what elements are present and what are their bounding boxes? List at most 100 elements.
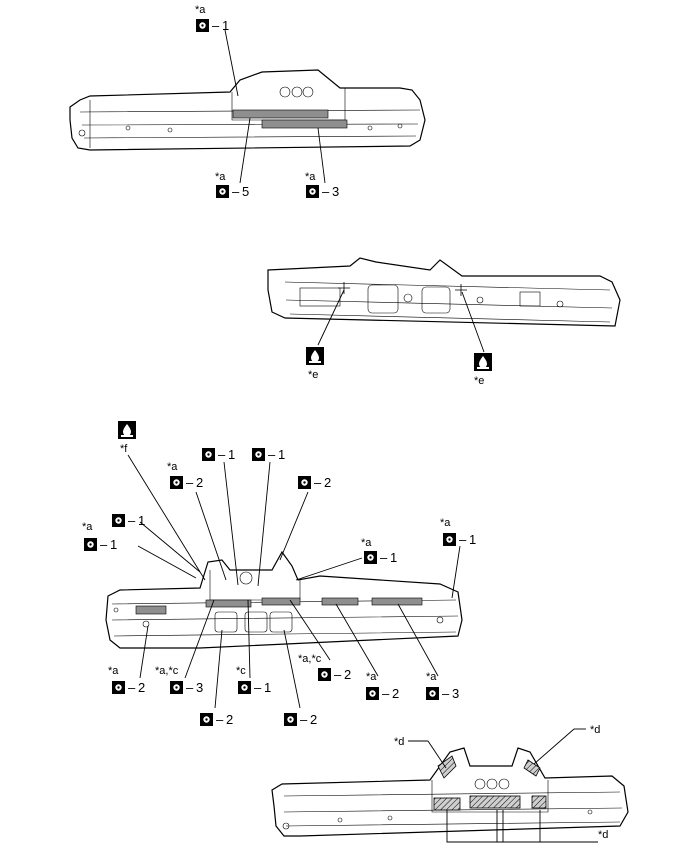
weld-icon [196,19,209,32]
callout-v2-b: *e [474,353,492,387]
callout-v3-t2: – 1 [252,447,285,462]
weld-icon [216,185,229,198]
weld-strip [261,119,348,129]
weld-number: 3 [452,686,459,701]
weld-dash: – [380,550,388,565]
weld-icon [364,551,377,564]
note-label: *a [195,4,206,16]
callout-v3-t7: *a – 1 [361,537,397,565]
sealer-icon [118,421,136,439]
callout-v4-a: *d [394,736,404,748]
weld-icon [443,533,456,546]
weld-number: 2 [310,712,317,727]
callout-v3-b8: – 2 [284,712,317,727]
hatched-area [469,795,521,809]
note-label: *d [598,829,608,841]
weld-icon [284,713,297,726]
rocker-panel-3 [105,550,463,649]
weld-number: 1 [469,532,476,547]
hatched-area [531,795,547,809]
callout-v3-t1: – 1 [202,447,235,462]
callout-v3-b6: *a – 3 [426,671,459,701]
weld-dash: – [459,532,467,547]
weld-strip [232,109,329,119]
weld-dash: – [442,686,450,701]
callout-v1-c: *a – 3 [305,171,339,199]
weld-number: 2 [226,712,233,727]
weld-number: 2 [392,686,399,701]
weld-dash: – [128,513,136,528]
note-label: *a [440,517,451,529]
callout-v2-a: *e [306,347,324,381]
callout-v3-b7: – 2 [200,712,233,727]
callout-v1-a: *a – 1 [195,4,229,33]
rocker-panel-1 [69,69,426,151]
note-label: *a,*c [155,665,179,677]
weld-icon [366,687,379,700]
weld-number: 2 [344,667,351,682]
rocker-panel-2 [267,257,621,327]
note-label: *a [361,537,372,549]
callout-v3-t6: – 1 [112,513,145,528]
weld-number: 1 [222,18,229,33]
weld-icon [318,668,331,681]
note-label: *a [82,521,93,533]
callout-v1-b: *a – 5 [215,171,249,199]
weld-number: 1 [138,513,145,528]
view-3: *f – 1 – 1 *a – 2 – 2 *a – 1 [82,421,476,727]
hatched-area [433,797,461,811]
weld-icon [238,681,251,694]
note-label: *a,*c [298,653,322,665]
weld-icon [252,448,265,461]
view-1: *a – 1 *a – 5 *a – 3 [69,4,426,199]
note-label: *a [167,461,178,473]
weld-icon [170,476,183,489]
callout-v3-b2: *a,*c – 3 [155,665,203,695]
weld-number: 1 [264,680,271,695]
callout-v3-t8: *a – 1 [440,517,476,547]
weld-icon [200,713,213,726]
weld-number: 1 [278,447,285,462]
weld-number: 2 [138,680,145,695]
callout-v3-b3: *c – 1 [236,665,271,695]
callout-v4-b: *d [590,724,600,736]
weld-dash: – [334,667,342,682]
note-label: *e [308,369,318,381]
weld-dash: – [100,537,108,552]
weld-number: 2 [196,475,203,490]
weld-icon [112,681,125,694]
callout-v3-t5: *a – 1 [82,521,117,552]
note-label: *a [108,665,119,677]
callout-v3-b4: *a,*c – 2 [298,653,351,682]
weld-dash: – [268,447,276,462]
note-label: *a [215,171,226,183]
note-label: *f [120,443,128,455]
weld-dash: – [186,680,194,695]
rocker-panel-4 [271,747,629,837]
callout-v3-b5: *a – 2 [366,671,399,701]
callout-v3-t3: *a – 2 [167,461,203,490]
callout-v3-t4: – 2 [298,475,331,490]
weld-number: 1 [110,537,117,552]
weld-dash: – [254,680,262,695]
callout-v3-f: *f [118,421,136,455]
weld-dash: – [128,680,136,695]
note-label: *a [305,171,316,183]
weld-dash: – [300,712,308,727]
note-label: *a [366,671,377,683]
weld-number: 1 [390,550,397,565]
weld-dash: – [186,475,194,490]
weld-number: 5 [242,184,249,199]
view-4: *d *d *d [271,724,629,843]
weld-icon [426,687,439,700]
weld-icon [170,681,183,694]
hatched-area [523,759,541,777]
note-label: *a [426,671,437,683]
sealer-icon [474,353,492,371]
note-label: *d [394,736,404,748]
weld-icon [202,448,215,461]
callout-v3-b1: *a – 2 [108,665,145,695]
weld-dash: – [314,475,322,490]
weld-number: 1 [228,447,235,462]
